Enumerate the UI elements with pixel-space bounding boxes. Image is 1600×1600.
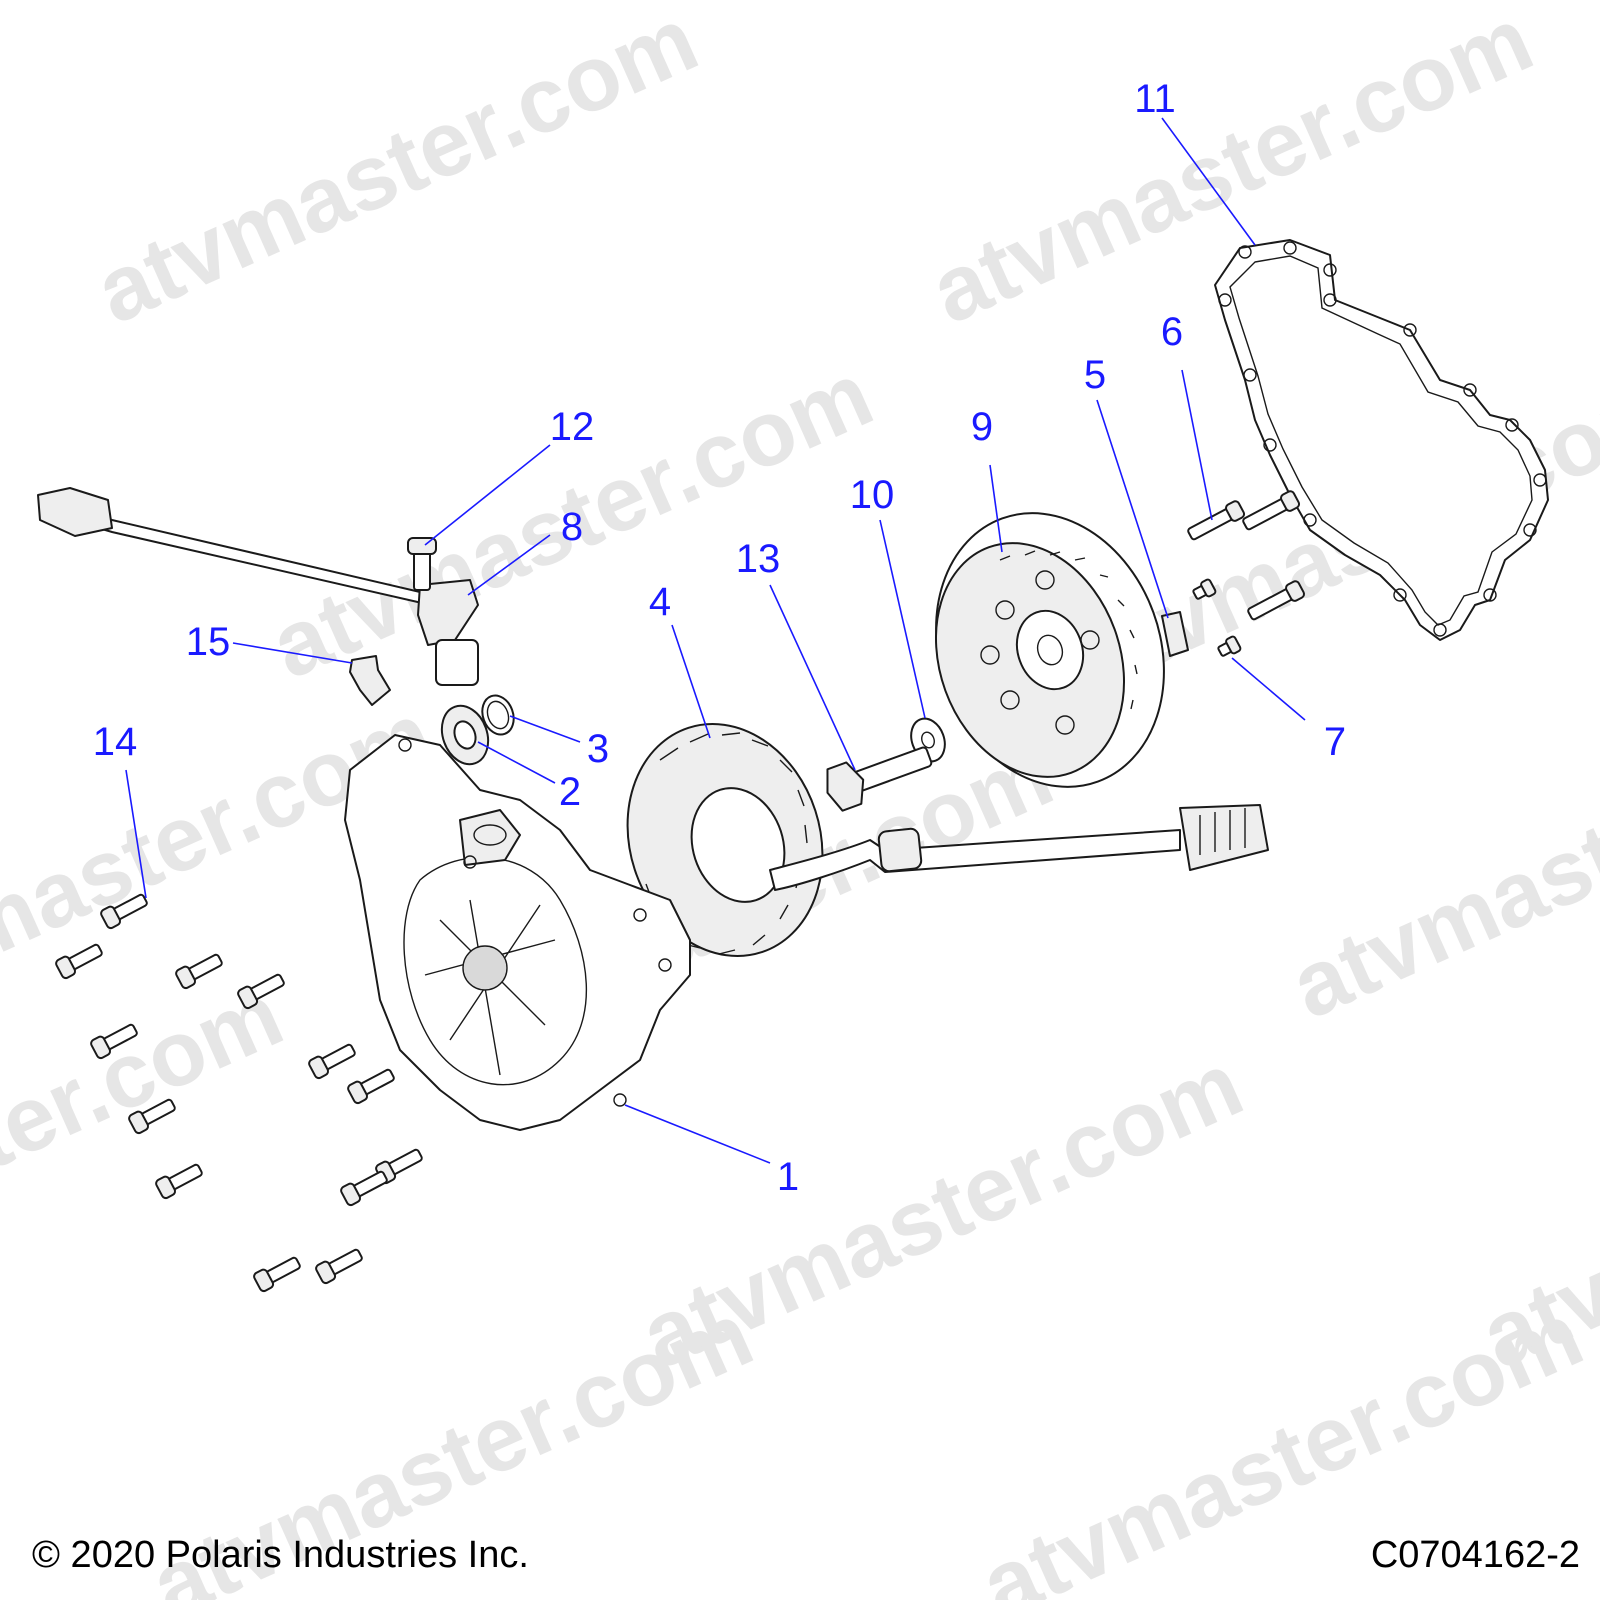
leader-line-11 [1161,117,1256,246]
sensor-part-8 [37,487,479,686]
flywheel-part-9 [934,512,1165,788]
callout-6: 6 [1161,310,1183,354]
clip-part-15 [349,655,391,706]
callout-7: 7 [1324,720,1346,764]
callout-9: 9 [971,405,993,449]
ring-part-3 [481,694,515,736]
leader-line-15 [232,642,353,664]
leader-line-1 [624,1104,771,1164]
leader-line-8 [467,534,551,596]
leader-line-7 [1231,657,1306,721]
gasket-part-11 [1214,239,1549,641]
watermark: atvmaster.com [82,0,712,343]
callout-labels: 11 6 5 9 12 10 8 13 4 15 7 14 3 2 1 [93,77,1346,1199]
bolts-part-14 [55,893,423,1293]
watermark: atvmaster.com [0,963,297,1318]
leader-line-12 [424,444,551,546]
leader-line-3 [509,715,581,743]
callout-11: 11 [1134,77,1176,121]
stator-part-4 [626,722,1269,958]
leader-line-10 [879,519,926,719]
leader-line-4 [671,624,711,739]
cover-part-1 [344,734,691,1131]
callout-2: 2 [559,770,581,814]
bolts-part-6 [1187,490,1306,621]
callout-12: 12 [550,405,595,449]
leader-line-9 [989,464,1003,553]
callout-15: 15 [186,620,231,664]
callout-13: 13 [736,537,781,581]
screw-part-7 [1217,635,1242,657]
leader-line-14 [125,769,147,899]
plate-part-5 [1161,611,1189,657]
leader-line-13 [769,584,856,771]
leader-line-5 [1096,399,1169,619]
callout-4: 4 [649,580,671,624]
bolt-part-13 [826,746,933,812]
figure-code: C0704162-2 [1370,1534,1580,1576]
leader-line-2 [477,741,556,784]
leader-line-6 [1181,369,1213,521]
bolt-part-12 [407,537,437,591]
callout-14: 14 [93,720,138,764]
callout-1: 1 [777,1155,799,1199]
callout-8: 8 [561,505,583,549]
leader-lines [125,117,1306,1164]
copyright-notice: © 2020 Polaris Industries Inc. [32,1534,529,1576]
bearing-part-2 [440,704,490,766]
callout-5: 5 [1084,353,1106,397]
callout-10: 10 [850,473,895,517]
callout-3: 3 [587,727,609,771]
